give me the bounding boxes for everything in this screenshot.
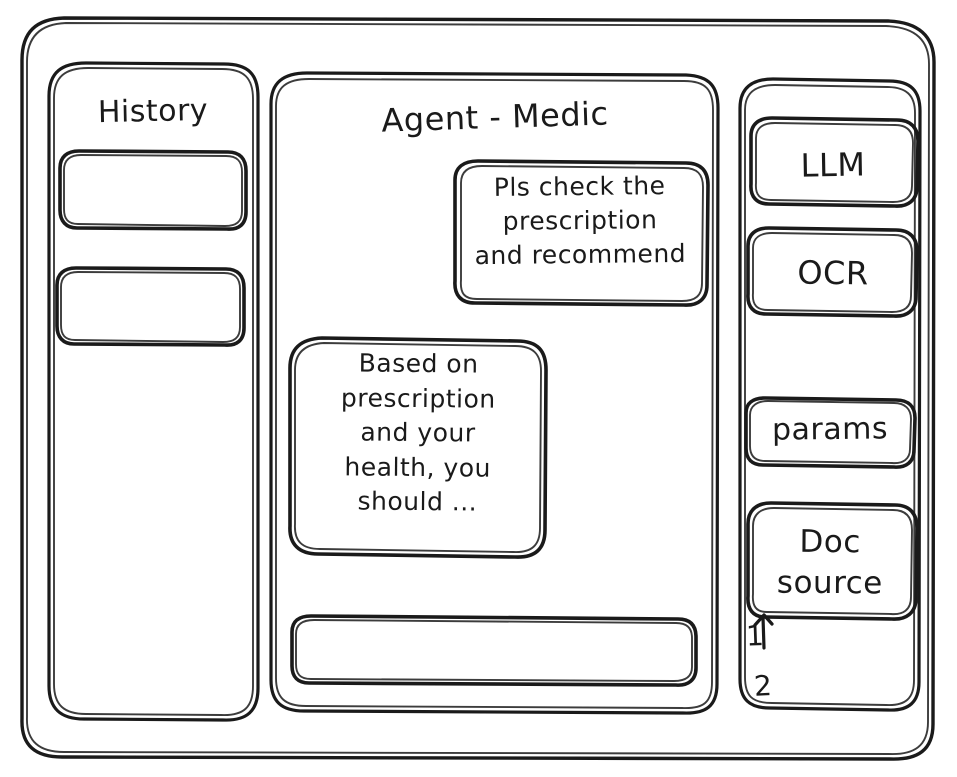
assistant-message-text: Based on prescription and your health, y… <box>340 348 496 517</box>
app-window-frame <box>20 16 936 761</box>
message-input[interactable] <box>290 614 698 687</box>
history-item-2[interactable] <box>55 266 246 347</box>
doc-list-item-2[interactable]: 2 <box>753 668 774 703</box>
tool-ocr[interactable] <box>746 226 919 318</box>
doc-list-item-1[interactable]: 1 <box>745 618 765 653</box>
tool-ocr-label: OCR <box>797 253 869 293</box>
tool-params-label: params <box>771 411 889 448</box>
tool-doc-source-label: Doc source <box>776 523 883 602</box>
tool-params[interactable] <box>744 396 917 469</box>
tool-llm-label: LLM <box>800 145 866 185</box>
tool-doc-source[interactable] <box>746 501 919 621</box>
history-panel <box>47 61 260 722</box>
main-panel <box>269 71 720 715</box>
user-message-bubble <box>453 159 710 307</box>
history-item-1[interactable] <box>58 149 248 231</box>
user-message-text: Pls check the prescription and recommend <box>474 171 687 270</box>
assistant-message-bubble <box>288 336 548 559</box>
tool-llm[interactable] <box>749 116 920 208</box>
history-panel-title: History <box>97 92 209 131</box>
doc-source-connector <box>753 613 774 650</box>
tools-panel <box>738 77 922 712</box>
